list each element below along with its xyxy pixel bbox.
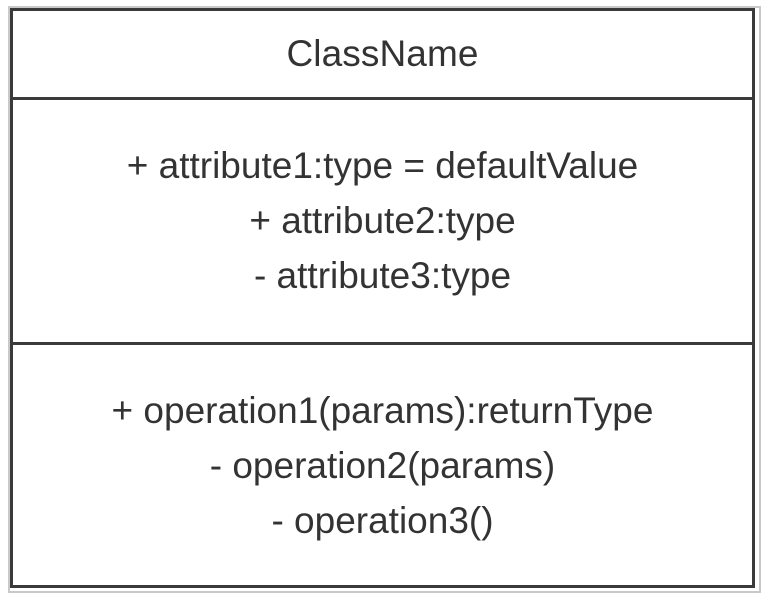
operation-list: + operation1(params):returnType - operat… (13, 383, 752, 548)
class-name-label: ClassName (286, 33, 479, 74)
class-name-compartment[interactable]: ClassName (13, 11, 752, 100)
operations-compartment[interactable]: + operation1(params):returnType - operat… (13, 345, 752, 585)
operation-item[interactable]: - operation3() (271, 499, 494, 541)
attributes-compartment[interactable]: + attribute1:type = defaultValue + attri… (13, 100, 752, 345)
attribute-item[interactable]: + attribute2:type (249, 199, 516, 241)
class-box-shadow (8, 6, 761, 593)
attribute-item[interactable]: + attribute1:type = defaultValue (126, 144, 639, 186)
operation-item[interactable]: - operation2(params) (209, 444, 556, 486)
uml-class-box[interactable]: ClassName + attribute1:type = defaultVal… (10, 8, 755, 588)
attribute-item[interactable]: - attribute3:type (253, 254, 512, 296)
operation-item[interactable]: + operation1(params):returnType (111, 389, 654, 431)
attribute-list: + attribute1:type = defaultValue + attri… (13, 138, 752, 303)
